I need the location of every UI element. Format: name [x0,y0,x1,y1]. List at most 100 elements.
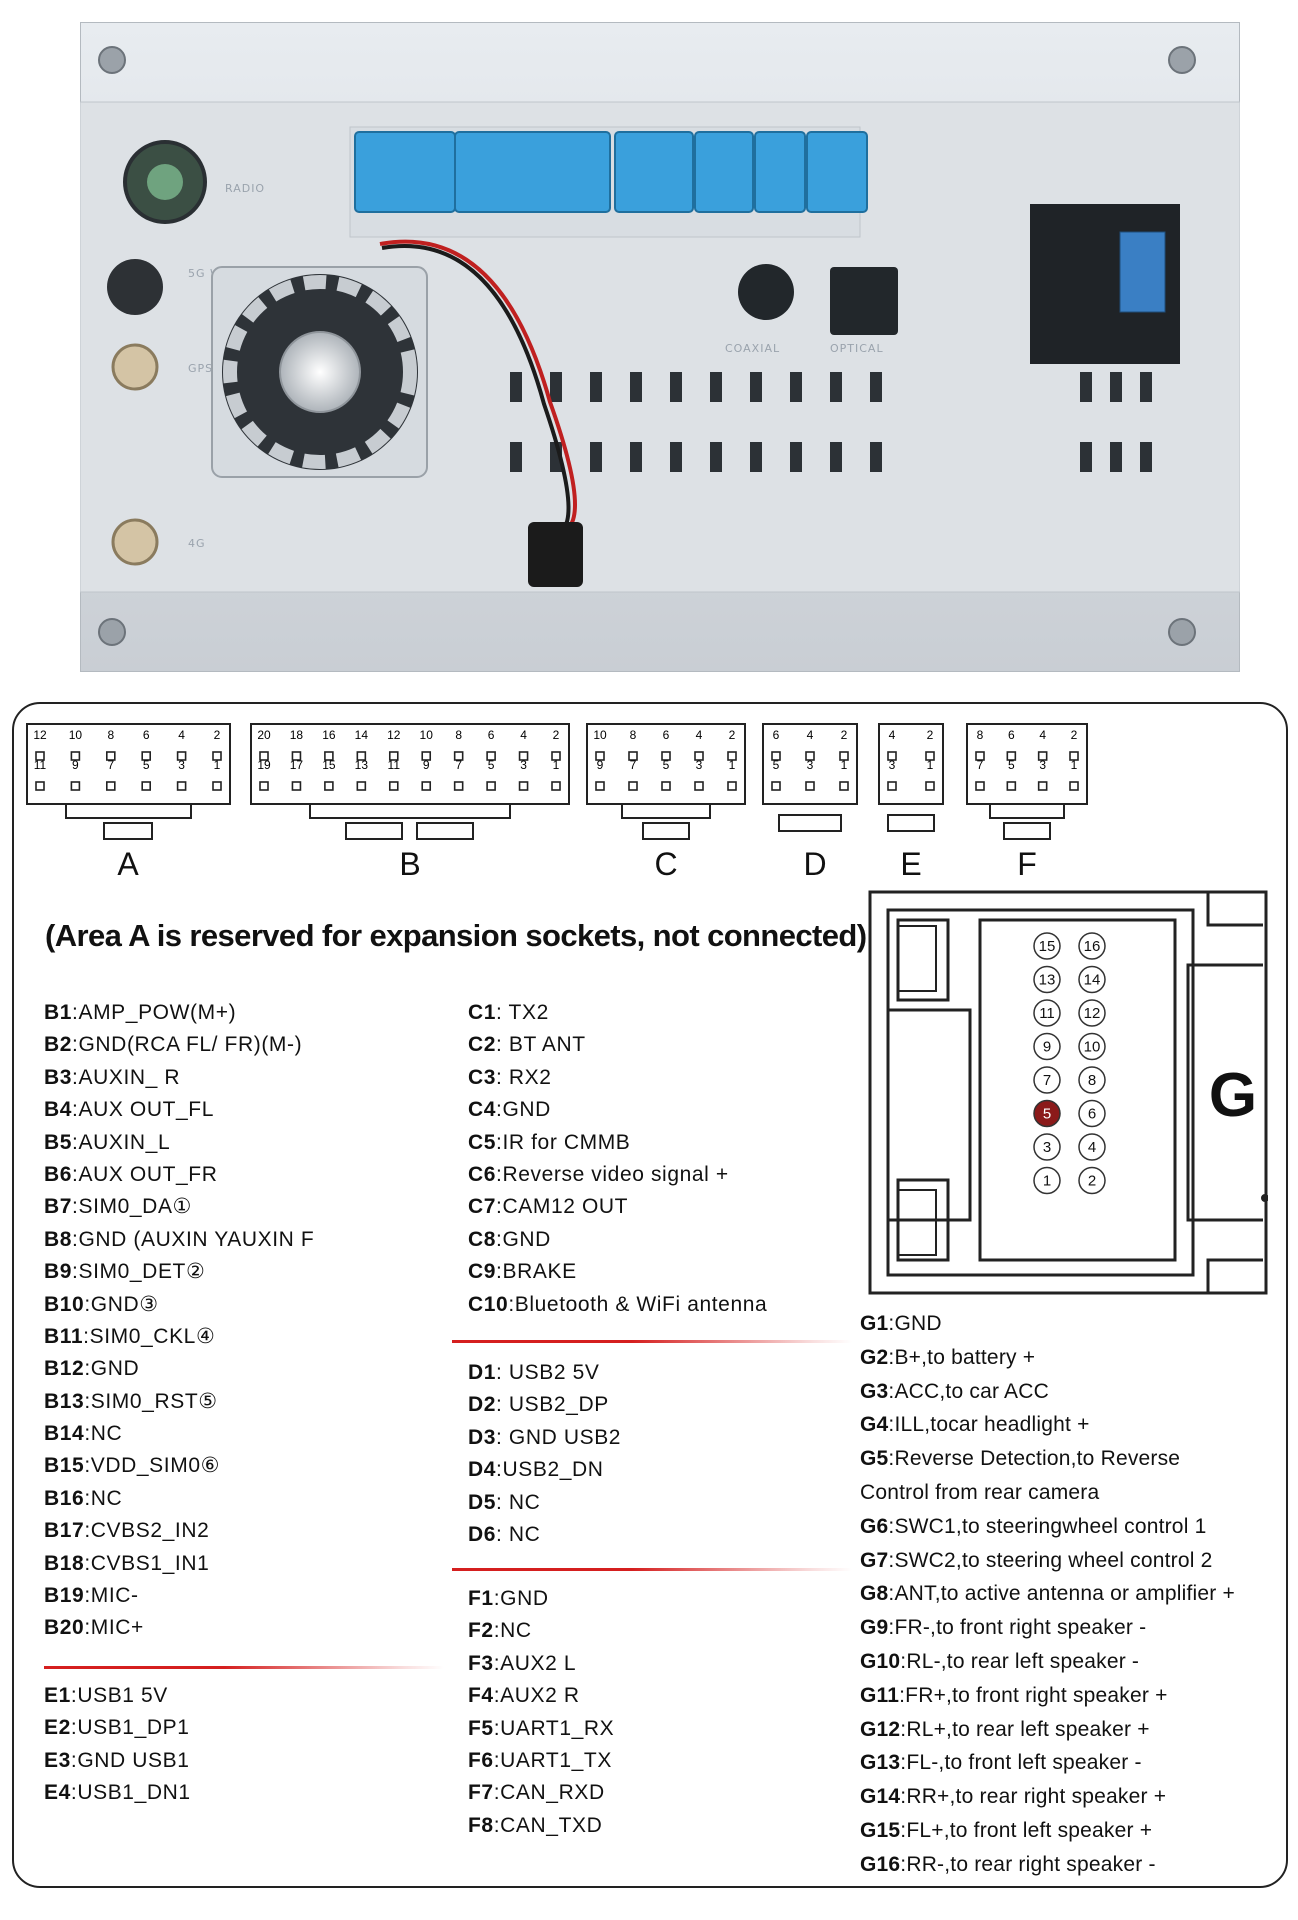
g-pin-desc: :ILL,tocar headlight + [888,1413,1090,1437]
connector-pin-square [887,751,897,761]
d-pin-desc: :USB2_DN [496,1458,604,1482]
f-pin-id: F4 [468,1684,494,1708]
b-pin-desc: :SIM0_DA① [72,1195,192,1219]
connector-d-label: D [803,846,827,882]
d-pin-item: D3: GND USB2 [468,1422,621,1454]
b-pin-item: B8:GND (AUXIN YAUXIN F [44,1224,314,1256]
g-pin-id: G15 [860,1818,901,1842]
g-pin-item: G15:FL+,to front left speaker + [860,1814,1235,1848]
b-pin-id: B7 [44,1195,73,1219]
c-pin-item: C8:GND [468,1224,767,1256]
connector-pin-number: 13 [355,758,369,772]
connector-pin-square [518,751,529,761]
connector-pin-square [975,751,985,761]
b-pin-desc: :AUXIN_ R [72,1065,181,1089]
b-pin-item: B3:AUXIN_ R [44,1062,314,1094]
g-pin-id: G9 [860,1616,889,1640]
c-pin-item: C5:IR for CMMB [468,1127,767,1159]
c-pin-item: C10:Bluetooth & WiFi antenna [468,1289,767,1321]
area-a-note: (Area A is reserved for expansion socket… [45,918,867,953]
b-pin-desc: :CVBS2_IN2 [84,1519,210,1543]
g-pin-circle [1078,1166,1106,1195]
connector-pin-square [324,781,334,791]
f-pin-item: F6:UART1_TX [468,1745,614,1777]
b-pin-id: B14 [44,1422,85,1446]
g-pin-circle [1033,1032,1061,1061]
b-pin-item: B17:CVBS2_IN2 [44,1515,314,1547]
b-pin-desc: :SIM0_CKL④ [83,1324,216,1348]
g-pin-circle [1033,999,1061,1027]
g-pin-item: G4:ILL,tocar headlight + [860,1408,1235,1442]
blue-connectors [354,131,868,213]
g-pin-id: G11 [860,1683,900,1707]
g-pin-desc: :Reverse Detection,to Reverse [888,1447,1181,1471]
connector-pin-number: 9 [72,758,79,772]
connector-pin-square [661,781,671,791]
c-pin-item: C1: TX2 [468,997,767,1029]
e-pin-desc: :USB1_DN1 [70,1781,191,1805]
connector-pin-number: 3 [520,758,527,772]
c-pin-id: C9 [468,1260,497,1284]
b-pin-desc: :MIC+ [84,1616,144,1640]
g-pin-desc: :FR-,to front right speaker - [888,1616,1147,1640]
connector-pin-square [421,751,432,761]
f-pin-id: F5 [468,1716,494,1740]
b-pin-id: B3 [44,1065,73,1089]
b-pin-desc: :CVBS1_IN1 [84,1551,210,1575]
4g-silkscreen: 4G [188,537,206,550]
b-pin-id: B6 [44,1162,73,1186]
g-pin-number: 7 [1043,1072,1051,1089]
connector-pin-square [453,751,464,761]
connector-pin-square [70,781,81,791]
e-divider [44,1666,444,1669]
d-divider [452,1340,852,1343]
connector-pin-number: 6 [488,728,495,742]
g-pin-circle [1078,1133,1106,1161]
connector-pin-number: 6 [773,728,780,742]
e-pin-id: E1 [44,1684,71,1707]
e-pin-id: E4 [44,1781,71,1805]
d-pin-id: D5 [468,1490,497,1514]
g-pin-item: G2:B+,to battery + [860,1341,1235,1375]
connector-pin-number: 19 [257,758,271,772]
connector-pin-number: 5 [488,758,495,772]
d-pin-id: D3 [468,1425,497,1449]
connector-pin-number: 4 [807,728,814,742]
g-pin-item: G11:FR+,to front right speaker + [860,1679,1235,1713]
d-pin-desc: : NC [496,1490,541,1514]
f-pin-item: F1:GND [468,1583,614,1615]
connector-pin-square [551,751,561,761]
connector-e-label: E [900,846,922,882]
g-pin-item: G14:RR+,to rear right speaker + [860,1780,1235,1814]
connector-pin-square [259,751,269,761]
b-pin-item: B12:GND [44,1353,314,1385]
connector-pin-square [887,781,897,791]
g-pin-number: 4 [1088,1139,1096,1156]
connector-pin-number: 2 [927,728,934,742]
g-pin-id: G14 [860,1785,901,1809]
connector-pin-number: 3 [696,758,703,772]
f-pin-desc: :NC [493,1619,532,1643]
connector-pin-number: 6 [143,728,150,742]
c-pin-desc: :Reverse video signal + [496,1162,729,1186]
connector-pin-square [551,781,561,791]
b-pin-id: B16 [44,1486,85,1510]
g-pin-id: G2 [860,1345,889,1369]
e-pin-item: E2:USB1_DP1 [44,1712,191,1744]
d-pin-id: D4 [468,1458,497,1482]
g-pin-number: 8 [1088,1072,1096,1089]
connector-pin-number: 1 [214,758,221,772]
connector-pin-square [106,751,116,761]
connector-pin-number: 1 [729,758,736,772]
connector-pin-number: 8 [977,728,984,742]
connector-pin-square [595,751,605,761]
c-pin-desc: :Bluetooth & WiFi antenna [508,1292,768,1316]
connector-pin-number: 1 [553,758,560,772]
